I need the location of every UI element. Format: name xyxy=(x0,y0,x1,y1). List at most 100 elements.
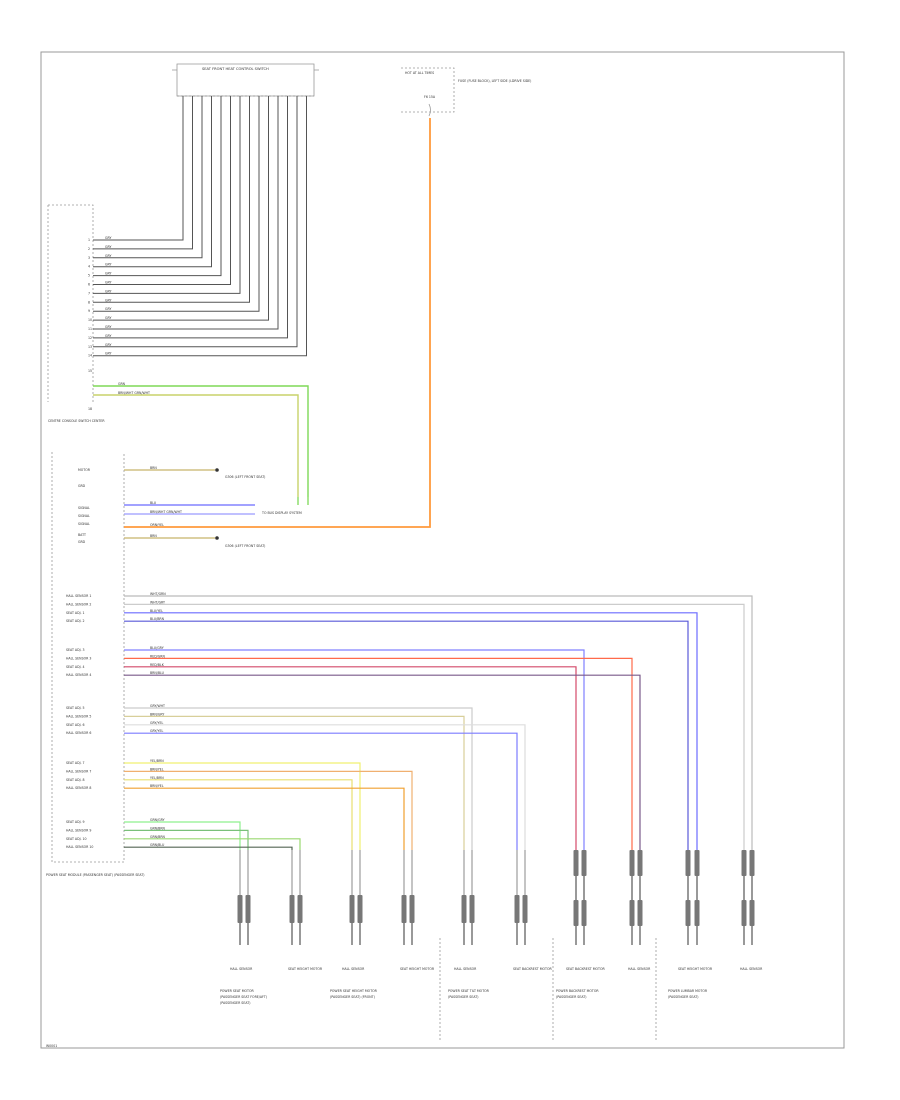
mid-label: BATT xyxy=(78,533,86,537)
motor-left-label: HALL SENSOR xyxy=(342,967,365,971)
connector-pin xyxy=(289,895,295,923)
mid-label: SIGNAL xyxy=(78,522,90,526)
mid-label: GRD xyxy=(78,540,86,544)
motor-right-label: SEAT HEIGHT MOTOR xyxy=(288,967,323,971)
upper-wire xyxy=(93,96,269,321)
connector-pin xyxy=(514,895,520,923)
sensor-wire-color: WHT/GRN xyxy=(150,592,166,596)
green-wire-color: GRN xyxy=(118,382,126,386)
sensor-label: HALL SENSOR 3 xyxy=(66,656,91,660)
mid-label: SIGNAL xyxy=(78,514,90,518)
bottom-label-line: POWER LUMBAR MOTOR xyxy=(668,989,708,993)
sensor-wire xyxy=(124,595,753,850)
upper-wire-color: GRY xyxy=(105,298,111,302)
motor-left-label: SEAT HEIGHT MOTOR xyxy=(678,967,713,971)
sensor-wire xyxy=(124,707,473,850)
bottom-label-line: POWER SEAT HEIGHT MOTOR xyxy=(330,989,378,993)
mid-wire-color: BRN xyxy=(150,534,157,538)
sensor-wire-color: BLU/GRY xyxy=(150,646,164,650)
sensor-label: SEAT ADJ. 4 xyxy=(66,665,85,669)
fuse-id: F6 15A xyxy=(424,95,436,99)
fuse-desc: FUSE (FUSE BLOCK), LEFT SIDE (I-DRIVE SI… xyxy=(458,79,531,83)
mid-annotation: G306 (LEFT FRONT SEAT) xyxy=(225,544,265,548)
upper-wire xyxy=(93,96,203,259)
sensor-label: SEAT ADJ. 8 xyxy=(66,778,85,782)
mid-wire-color: BRN xyxy=(150,466,157,470)
upper-pin-number: 18 xyxy=(88,407,92,411)
sensor-wire-color: GRN/BLU xyxy=(150,843,165,847)
upper-pin-number: 13 xyxy=(88,345,92,349)
sensor-wire-color: GRY/YEL xyxy=(150,721,163,725)
upper-wire-color: GRY xyxy=(105,352,111,356)
upper-wire xyxy=(93,96,288,339)
connector-pin xyxy=(637,900,643,926)
upper-pin-number: 11 xyxy=(88,327,92,331)
sensor-label: SEAT ADJ. 1 xyxy=(66,611,85,615)
connector-pin xyxy=(522,895,528,923)
sensor-wire xyxy=(124,674,641,850)
sensor-wire xyxy=(124,724,526,850)
upper-wire xyxy=(93,96,260,312)
motor-right-label: SEAT HEIGHT MOTOR xyxy=(400,967,435,971)
connector-pin xyxy=(469,895,475,923)
upper-wire-color: GRY xyxy=(105,334,111,338)
sensor-label: SEAT ADJ. 10 xyxy=(66,837,87,841)
sensor-label: SEAT ADJ. 9 xyxy=(66,820,85,824)
mid-annotation: G306 (LEFT FRONT SEAT) xyxy=(225,475,265,479)
upper-wire-color: GRY xyxy=(105,281,111,285)
sensor-wire-color: RED/GRN xyxy=(150,654,165,658)
connector-pin xyxy=(237,895,243,923)
motor-right-label: HALL SENSOR xyxy=(740,967,763,971)
upper-wire-color: GRY xyxy=(105,307,111,311)
connector-pin xyxy=(694,900,700,926)
upper-wire-color: GRY xyxy=(105,343,111,347)
green-wire-color: BRN/WHT GRN/WHT xyxy=(118,391,150,395)
fuse-box-label: HOT AT ALL TIMES xyxy=(405,71,434,75)
upper-wire-color: GRY xyxy=(105,325,111,329)
connector-pin xyxy=(629,850,635,876)
motor-section: HALL SENSOR SEAT HEIGHT MOTOR HALL SENSOR S… xyxy=(230,850,763,1040)
upper-pin-number: 3 xyxy=(88,256,90,260)
bottom-labels: POWER SEAT MOTOR(PASSENGER SEAT FORE/AFT… xyxy=(220,989,708,1005)
upper-wire-color: GRY xyxy=(105,254,111,258)
connector-pin xyxy=(573,850,579,876)
mid-annotation: TO BUS DISPLAY SYSTEM xyxy=(261,511,302,515)
bottom-label-line: POWER SEAT TILT MOTOR xyxy=(448,989,490,993)
bottom-label-line: (PASSENGER SEAT FORE/AFT) xyxy=(220,995,267,999)
sensor-wire xyxy=(124,715,465,850)
green-wire-pair: GRN BRN/WHT GRN/WHT xyxy=(93,382,309,497)
fuse-box: HOT AT ALL TIMES FUSE (FUSE BLOCK), LEFT… xyxy=(401,67,531,117)
sensor-wire xyxy=(124,770,413,850)
sensor-wire-color: BRN/GRY xyxy=(150,712,164,716)
sensor-label: SEAT ADJ. 6 xyxy=(66,723,85,727)
sensor-wire xyxy=(124,779,353,850)
sensor-wire-color: YEL/BRN xyxy=(150,776,164,780)
connector-pin xyxy=(349,895,355,923)
upper-pin-number: 12 xyxy=(88,336,92,340)
upper-wire-bundle: GRY1GRY2GRY3GRY4GRY5GRY6GRY7GRY8GRY9GRY1… xyxy=(88,96,307,411)
sensor-wire-color: WHT/GRY xyxy=(150,600,165,604)
connector-pin xyxy=(245,895,251,923)
top-switch-module: SEAT FRONT HEAT CONTROL SWITCH xyxy=(172,63,319,97)
sensor-label: SEAT ADJ. 3 xyxy=(66,648,85,652)
connector-pin xyxy=(357,895,363,923)
sensor-wire xyxy=(124,603,745,850)
mid-wire-color: ORN/YEL xyxy=(150,523,164,527)
sensor-wire xyxy=(124,657,633,850)
lower-module-label: POWER SEAT MODULE (PASSENGER SEAT) (PASS… xyxy=(46,873,145,877)
sensor-wire xyxy=(124,838,301,850)
connector-pin xyxy=(409,895,415,923)
connector-pin xyxy=(694,850,700,876)
connector-pin xyxy=(629,900,635,926)
connector-pin xyxy=(401,895,407,923)
mid-label: MOTOR xyxy=(78,468,91,472)
sensor-wire xyxy=(124,787,405,850)
sensor-wire xyxy=(124,762,361,850)
connector-pin xyxy=(573,900,579,926)
top-module-label: SEAT FRONT HEAT CONTROL SWITCH xyxy=(202,67,269,71)
sensor-label: SEAT ADJ. 2 xyxy=(66,619,85,623)
sensor-label: HALL SENSOR 5 xyxy=(66,714,91,718)
sensor-label: HALL SENSOR 9 xyxy=(66,828,91,832)
bottom-label-line: POWER BACKREST MOTOR xyxy=(556,989,599,993)
